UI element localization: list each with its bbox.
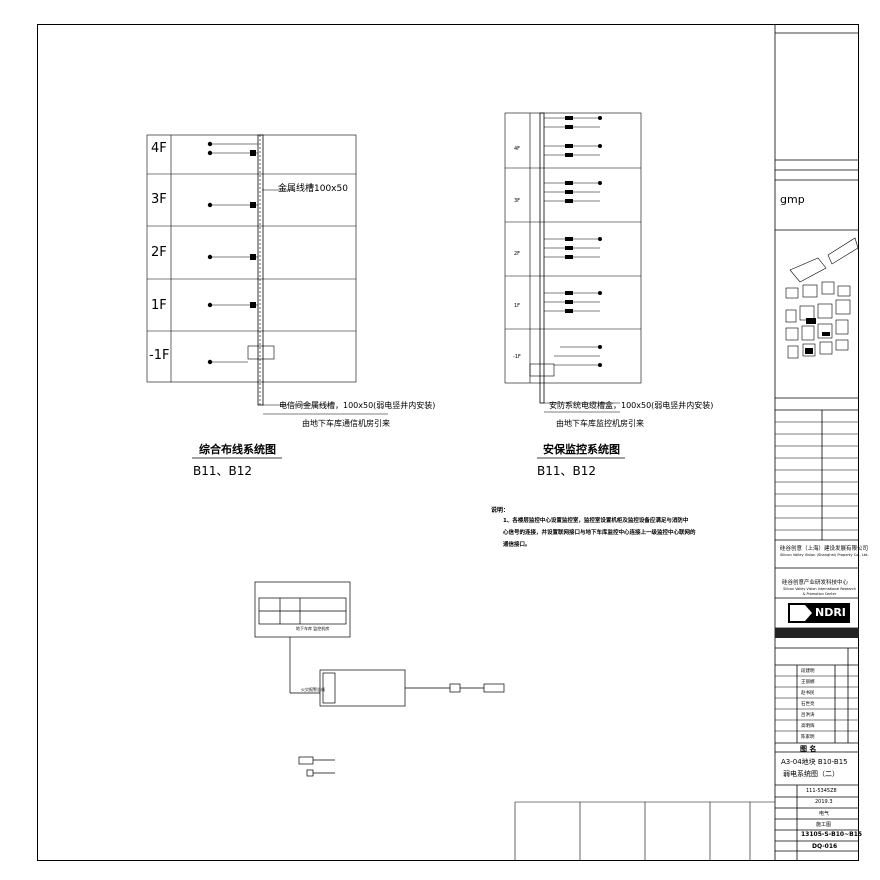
right-floor-1f: 1F	[514, 303, 521, 309]
left-system-diagram	[146, 134, 388, 415]
fire-alarm-diagram	[254, 581, 505, 777]
drawing-name-label: 图 名	[800, 745, 817, 753]
drawing-number: 13105-S-B10~B15	[801, 831, 863, 838]
gmp-logo: gmp	[780, 193, 805, 206]
stamp-boxes	[514, 801, 775, 860]
left-diagram-subtitle: B11、B12	[193, 464, 253, 478]
left-bottom-note-2: 由地下车库通信机房引来	[302, 419, 390, 428]
right-camera-symbols	[565, 116, 602, 367]
left-floor-1f: 1F	[151, 298, 167, 313]
right-diagram-title: 安保监控系统图	[543, 443, 620, 456]
ndri-logo-text: NDRI	[815, 606, 846, 619]
drawing-date: 2019.3	[815, 799, 833, 805]
sign-name-4: 石世亮	[801, 702, 815, 707]
left-floor-3f: 3F	[151, 192, 167, 207]
notes-line-1: 1、各楼层监控中心设置监控室，监控室设置机柜及监控设备应满足与消防中	[503, 518, 689, 524]
left-diagram-title: 综合布线系统图	[199, 443, 276, 456]
left-floor-2f: 2F	[151, 245, 167, 260]
notes-label: 说明：	[491, 507, 510, 514]
design-stage: 施工图	[816, 822, 832, 828]
discipline: 电气	[819, 811, 830, 817]
sign-name-5: 吕洪涛	[801, 713, 815, 718]
sign-name-2: 王丽娜	[801, 680, 815, 685]
notes-line-2: 心信号的连接，并设置联网接口与地下车库监控中心连接上一级监控中心联网的	[503, 530, 696, 536]
right-bottom-note-1: 安防系统电缆槽盒，100x50(弱电竖井内安装)	[549, 401, 714, 410]
owner-name-cn: 硅谷创意（上海）建设发展有限公司	[780, 546, 869, 552]
sign-name-3: 赵书民	[801, 691, 815, 696]
sign-rows	[775, 421, 859, 732]
site-map-icon	[785, 237, 859, 359]
left-trunk-label: 金属线槽100x50	[278, 184, 348, 194]
left-bottom-note-1: 电信间金属线槽，100x50(弱电竖井内安装)	[279, 401, 436, 410]
right-system-diagram	[504, 112, 642, 413]
left-floor-4f: 4F	[151, 141, 167, 156]
drawing-title-line-2: 弱电系统图（二）	[783, 770, 839, 778]
project-number: 111-5345Z8	[806, 788, 837, 794]
project-name-en: Silicon Valley Vision International Rese…	[783, 587, 856, 596]
project-name-cn: 硅谷创意产业研发科技中心	[782, 580, 849, 586]
sign-name-7: 陈家明	[801, 735, 815, 740]
fire-bus-label: 火灾报警总线	[301, 687, 325, 692]
right-floor-b1: -1F	[513, 354, 521, 360]
right-floor-4f: 4F	[514, 146, 521, 152]
notes-line-3: 通信接口。	[503, 542, 531, 548]
fire-box-label: 地下车库 监控机房	[296, 626, 330, 631]
right-floor-3f: 3F	[514, 198, 521, 204]
left-floor-b1: -1F	[149, 348, 170, 363]
sign-name-6: 高明辉	[801, 724, 815, 729]
right-diagram-subtitle: B11、B12	[537, 464, 597, 478]
sign-name-1: 段建明	[801, 669, 815, 674]
site-map-fill	[805, 318, 830, 354]
ndri-logo-mark	[775, 603, 859, 638]
left-outlets	[207, 141, 256, 365]
drawing-sheet-border	[37, 24, 859, 861]
owner-name-en: Silicon Valley Vision (Shanghai) Propert…	[780, 553, 869, 557]
drawing-title-line-1: A3-04地块 B10-B15	[781, 758, 848, 766]
title-block-frame	[774, 25, 859, 860]
right-floor-2f: 2F	[514, 251, 521, 257]
sheet-number: DQ-016	[812, 843, 838, 850]
right-bottom-note-2: 由地下车库监控机房引来	[556, 419, 644, 428]
